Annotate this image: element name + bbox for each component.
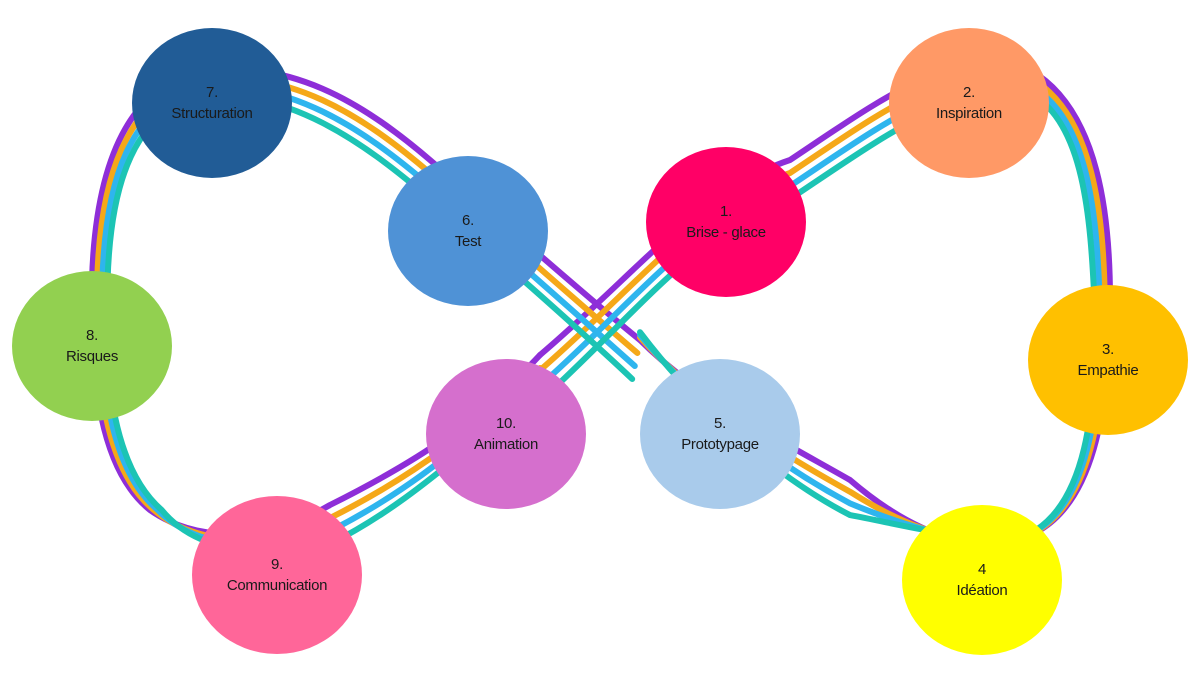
stage-label: Risques	[65, 348, 119, 365]
stage-node-test[interactable]: 6. Test	[388, 156, 548, 306]
stage-label: Prototypage	[681, 436, 759, 453]
stage-label: Communication	[226, 577, 328, 594]
stage-number: 5.	[714, 415, 726, 432]
stage-number: 4	[977, 561, 987, 578]
stage-number: 9.	[271, 556, 283, 573]
stage-node-structuration[interactable]: 7. Structuration	[132, 28, 292, 178]
stage-node-risques[interactable]: 8. Risques	[12, 271, 172, 421]
stage-node-prototypage[interactable]: 5. Prototypage	[640, 359, 800, 509]
stage-number: 6.	[462, 212, 474, 229]
stage-label: Brise - glace	[686, 224, 766, 241]
stage-number: 10.	[496, 415, 516, 432]
stage-label: Test	[454, 233, 482, 250]
stage-node-inspiration[interactable]: 2. Inspiration	[889, 28, 1049, 178]
stage-number: 3.	[1102, 341, 1114, 358]
stage-label: Structuration	[171, 105, 253, 122]
stage-label: Empathie	[1077, 362, 1139, 379]
stage-node-ideation[interactable]: 4 Idéation	[902, 505, 1062, 655]
stage-node-empathie[interactable]: 3. Empathie	[1028, 285, 1188, 435]
stage-number: 7.	[206, 84, 218, 101]
stage-label: Idéation	[956, 582, 1008, 599]
stage-label: Animation	[473, 436, 538, 453]
stage-node-animation[interactable]: 10. Animation	[426, 359, 586, 509]
stage-number: 1.	[720, 203, 732, 220]
stage-node-communication[interactable]: 9. Communication	[192, 496, 362, 654]
stage-number: 8.	[86, 327, 98, 344]
stage-label: Inspiration	[936, 105, 1002, 122]
stage-node-brise-glace[interactable]: 1. Brise - glace	[646, 147, 806, 297]
stage-number: 2.	[963, 84, 975, 101]
